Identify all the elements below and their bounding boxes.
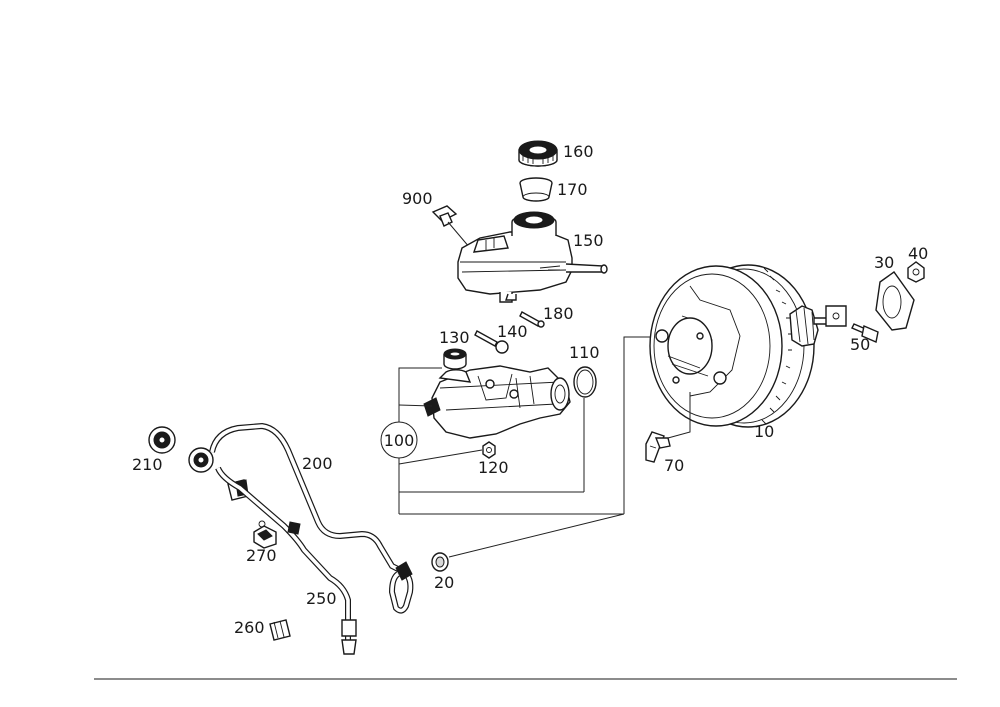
label-160: 160 — [563, 142, 594, 161]
label-140: 140 — [497, 322, 528, 341]
grommet-20-part[interactable] — [431, 552, 449, 572]
label-180: 180 — [543, 304, 574, 323]
retaining-pin-part[interactable] — [519, 311, 545, 328]
label-50: 50 — [850, 335, 870, 354]
reservoir-cap-part[interactable] — [518, 140, 558, 167]
group-bracket-100 — [398, 336, 652, 515]
group-circle-100 — [380, 421, 418, 459]
master-brake-cylinder-part[interactable] — [423, 365, 571, 439]
seal-pin-part[interactable] — [474, 330, 509, 354]
leader-70 — [667, 392, 691, 439]
brake-booster-part[interactable] — [649, 264, 847, 428]
label-260: 260 — [234, 618, 265, 637]
label-210: 210 — [132, 455, 163, 474]
o-ring-seal-part[interactable] — [573, 366, 597, 398]
hex-nut-120-part[interactable] — [482, 441, 496, 459]
leader-20 — [448, 513, 625, 558]
label-10: 10 — [754, 422, 774, 441]
label-130: 130 — [439, 328, 470, 347]
check-valve-part[interactable] — [148, 426, 214, 473]
label-120: 120 — [478, 458, 509, 477]
gasket-part[interactable] — [875, 271, 915, 331]
label-900: 900 — [402, 189, 433, 208]
protective-sleeve-part[interactable] — [269, 619, 291, 641]
vacuum-sensor-part[interactable] — [645, 431, 671, 463]
label-20: 20 — [434, 573, 454, 592]
filter-sieve-part[interactable] — [519, 177, 553, 202]
label-40: 40 — [908, 244, 928, 263]
bolt-50-part[interactable] — [851, 323, 879, 343]
connecting-hose-part[interactable] — [215, 466, 357, 655]
label-170: 170 — [557, 180, 588, 199]
brake-fluid-reservoir-part[interactable] — [457, 211, 608, 303]
leader-900 — [447, 221, 471, 249]
label-200: 200 — [302, 454, 333, 473]
label-30: 30 — [874, 253, 894, 272]
label-sticker-part[interactable] — [431, 205, 458, 227]
hex-nut-40-part[interactable] — [907, 261, 925, 283]
label-100: 100 — [384, 431, 415, 450]
label-150: 150 — [573, 231, 604, 250]
label-110: 110 — [569, 343, 600, 362]
label-270: 270 — [246, 546, 277, 565]
hose-clip-part[interactable] — [253, 520, 277, 549]
label-250: 250 — [306, 589, 337, 608]
grommet-seal-part[interactable] — [443, 348, 467, 370]
label-70: 70 — [664, 456, 684, 475]
